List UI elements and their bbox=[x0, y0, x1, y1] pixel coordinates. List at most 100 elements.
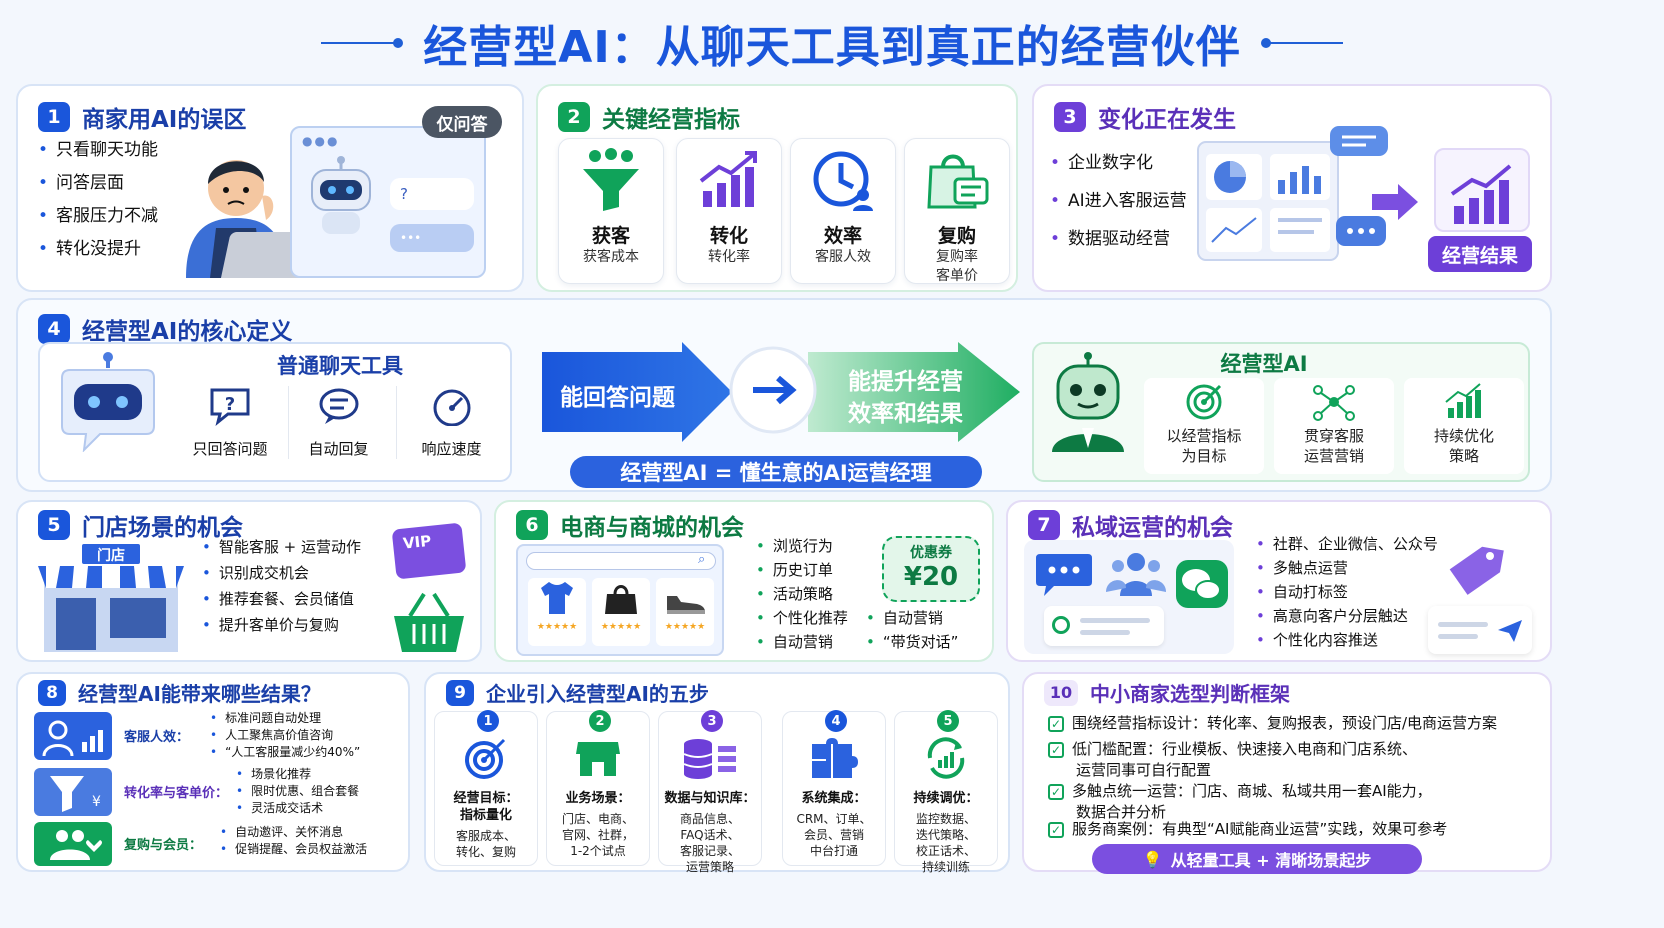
speedometer-icon bbox=[433, 389, 470, 427]
section-8-number: 8 bbox=[38, 679, 66, 706]
step-desc: CRM、订单、 bbox=[796, 812, 872, 826]
product-tile: ★★★★★ bbox=[528, 578, 586, 646]
title-right-decor bbox=[1260, 38, 1343, 48]
step-card-4: 4 系统集成： CRM、订单、 会员、营销 中台打通 bbox=[782, 710, 886, 866]
step-desc: 校正话术、 bbox=[915, 844, 976, 858]
list-item: 标准问题自动处理 bbox=[210, 710, 360, 727]
database-icon bbox=[683, 739, 736, 779]
step-title: 业务场景： bbox=[565, 791, 631, 806]
feature-item: 自动回复 bbox=[288, 386, 388, 459]
transformation-arrow bbox=[542, 342, 1020, 442]
list-item: 场景化推荐 bbox=[236, 766, 359, 783]
shopping-bag-icon bbox=[927, 154, 989, 209]
step-number: 1 bbox=[477, 710, 499, 732]
tag-icon bbox=[1449, 546, 1504, 595]
section-8-title: 经营型AI能带来哪些结果？ bbox=[78, 682, 321, 706]
paper-plane-icon bbox=[1498, 620, 1522, 642]
list-item: 限时优惠、组合套餐 bbox=[236, 783, 359, 800]
contact-line bbox=[1080, 630, 1130, 635]
list-item: 促销提醒、会员权益激活 bbox=[220, 841, 367, 858]
wechat-icon bbox=[1176, 560, 1228, 608]
checkbox-icon: ✓ bbox=[1048, 742, 1064, 758]
contact-line bbox=[1080, 618, 1150, 623]
list-item: 灵活成交话术 bbox=[236, 800, 359, 817]
step-desc: 迭代策略、 bbox=[915, 828, 976, 842]
metric-tile-acquire: 获客 获客成本 bbox=[558, 138, 664, 284]
section-2-title: 关键经营指标 bbox=[602, 107, 740, 133]
step-desc: 官网、社群， bbox=[561, 828, 634, 842]
list-item: 活动策略 bbox=[756, 582, 848, 606]
section-6-card: 6 电商与商城的机会 ⌕ ★★★★★ ★★★★★ ★★★★★ 浏览行为 历史订单… bbox=[494, 500, 994, 662]
checkbox-icon: ✓ bbox=[1048, 784, 1064, 800]
step-desc: 会员、营销 bbox=[803, 828, 864, 842]
metric-title: 效率 bbox=[823, 225, 862, 247]
step-desc: 监控数据、 bbox=[915, 812, 976, 826]
check-text: 多触点统一运营：门店、商城、私域共用一套AI能力， bbox=[1072, 782, 1432, 800]
handbag-icon bbox=[605, 585, 637, 614]
section-1-header: 1 商家用AI的误区 bbox=[38, 100, 246, 134]
arrow-right-icon bbox=[1372, 184, 1418, 220]
list-item: 自动打标签 bbox=[1256, 580, 1438, 604]
footer-pill: 💡 从轻量工具 + 清晰场景起步 bbox=[1092, 844, 1422, 874]
step-desc: 1-2个试点 bbox=[570, 844, 626, 858]
check-item: ✓低门槛配置：行业模板、快速接入电商和门店系统、 运营同事可自行配置 bbox=[1048, 739, 1417, 781]
step-desc: 客服记录、 bbox=[679, 844, 740, 858]
question-bubble: ? bbox=[390, 178, 474, 210]
list-item: 客服压力不减 bbox=[38, 200, 158, 233]
search-icon: ⌕ bbox=[698, 552, 706, 567]
title-left-decor bbox=[321, 38, 404, 48]
section-2-header: 2 关键经营指标 bbox=[558, 100, 740, 134]
lightbulb-icon: 💡 bbox=[1142, 849, 1163, 869]
members-heart-icon bbox=[34, 822, 112, 866]
network-nodes-icon bbox=[1313, 385, 1355, 421]
list-item: AI进入客服运营 bbox=[1050, 182, 1187, 220]
business-ai-title: 经营型AI bbox=[1220, 352, 1308, 376]
clock-person-icon bbox=[813, 151, 873, 211]
feature-item: 响应速度 bbox=[396, 386, 506, 459]
step-number: 3 bbox=[701, 710, 723, 732]
private-domain-illustration bbox=[1024, 540, 1234, 654]
ai-feature-label-2: 策略 bbox=[1448, 447, 1479, 465]
result-panel bbox=[1434, 148, 1530, 232]
feature-label: 响应速度 bbox=[421, 440, 482, 458]
growth-bar-chart-icon bbox=[699, 151, 757, 207]
section-10-number: 10 bbox=[1044, 679, 1078, 706]
list-item: 智能客服 + 运营动作 bbox=[202, 534, 361, 560]
step-card-2: 2 业务场景： 门店、电商、 官网、社群， 1-2个试点 bbox=[546, 710, 650, 866]
dashboard-illustration bbox=[1197, 126, 1388, 261]
section-6-title: 电商与商城的机会 bbox=[560, 515, 744, 541]
ai-chat-window: ●●● ? ••• bbox=[290, 126, 486, 278]
definition-equation: 经营型AI = 懂生意的AI运营经理 bbox=[570, 456, 982, 488]
list-item: 浏览行为 bbox=[756, 534, 848, 558]
result-points: 自动邀评、关怀消息 促销提醒、会员权益激活 bbox=[220, 824, 367, 858]
section-4-card: 4 经营型AI的核心定义 普通聊天工具 ? 只回答问题 自动回复 bbox=[16, 298, 1552, 492]
list-item: 个性化内容推送 bbox=[1256, 628, 1438, 652]
metric-title: 复购 bbox=[937, 225, 976, 247]
store-sign-label: 门店 bbox=[97, 548, 125, 564]
section-3-list: 企业数字化 AI进入客服运营 数据驱动经营 bbox=[1050, 144, 1187, 258]
message-line bbox=[1438, 622, 1488, 627]
list-item: 自动营销 bbox=[756, 630, 848, 654]
ai-feature-item: 贯穿客服 运营营销 bbox=[1274, 378, 1394, 474]
tshirt-icon bbox=[541, 582, 573, 614]
ai-feature-label-1: 持续优化 bbox=[1433, 427, 1494, 445]
svg-text:?: ? bbox=[225, 394, 235, 415]
step-title: 持续调优： bbox=[913, 791, 979, 806]
section-7-card: 7 私域运营的机会 社群、企业微信、公众号 多触点运营 自动打标签 高意向客户分… bbox=[1006, 500, 1552, 662]
product-tile: ★★★★★ bbox=[656, 578, 714, 646]
section-1-number: 1 bbox=[38, 102, 70, 132]
section-7-number: 7 bbox=[1028, 510, 1060, 540]
checkbox-icon: ✓ bbox=[1048, 716, 1064, 732]
chat-bubble-icon bbox=[319, 388, 358, 424]
section-10-header: 10 中小商家选型判断框架 bbox=[1044, 678, 1290, 707]
step-card-1: 1 经营目标： 指标量化 客服成本、 转化、复购 bbox=[434, 710, 538, 866]
list-item: 历史订单 bbox=[756, 558, 848, 582]
check-item: ✓多触点统一运营：门店、商城、私域共用一套AI能力， 数据合并分析 bbox=[1048, 781, 1432, 823]
list-item: 数据驱动经营 bbox=[1050, 220, 1187, 258]
service-agent-chart-icon bbox=[34, 712, 112, 760]
ai-feature-label-1: 贯穿客服 bbox=[1303, 427, 1364, 445]
metric-title: 获客 bbox=[591, 225, 630, 247]
section-1-title: 商家用AI的误区 bbox=[82, 107, 247, 133]
store-icon bbox=[576, 742, 620, 776]
metric-tile-efficiency: 效率 客服人效 bbox=[790, 138, 896, 284]
